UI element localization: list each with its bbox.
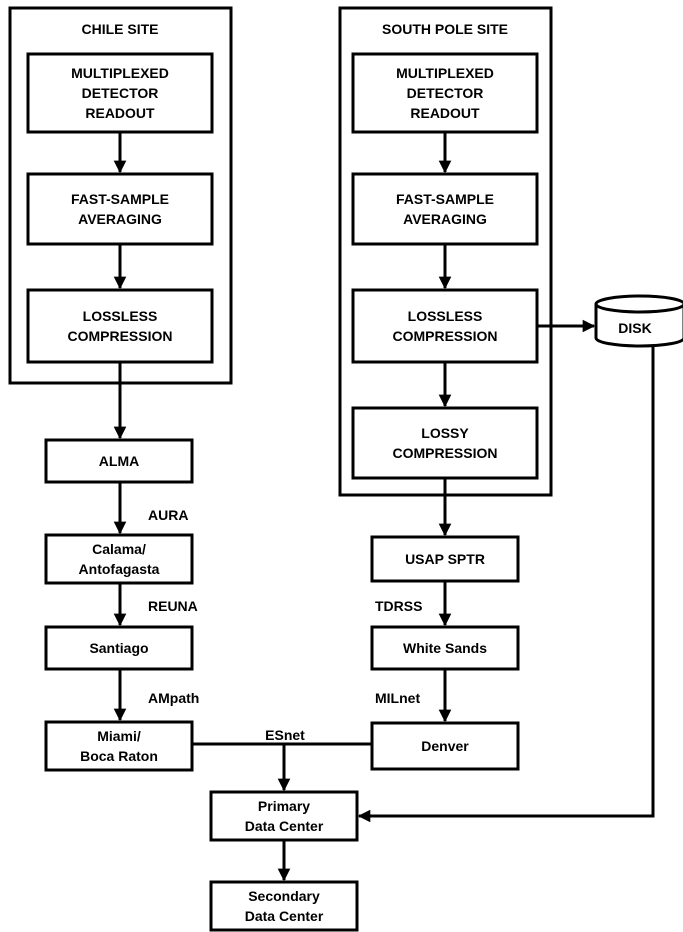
svg-text:COMPRESSION: COMPRESSION xyxy=(392,445,497,461)
svg-text:LOSSLESS: LOSSLESS xyxy=(408,308,483,324)
svg-text:COMPRESSION: COMPRESSION xyxy=(392,328,497,344)
svg-text:MULTIPLEXED: MULTIPLEXED xyxy=(396,65,494,81)
svg-text:Boca Raton: Boca Raton xyxy=(80,748,158,764)
chile-site-title: CHILE SITE xyxy=(81,21,158,37)
svg-text:Secondary: Secondary xyxy=(248,888,320,904)
chile-readout-box: MULTIPLEXED DETECTOR READOUT xyxy=(26,52,214,134)
secondary-data-center-box: Secondary Data Center xyxy=(209,880,359,932)
svg-text:ALMA: ALMA xyxy=(99,453,139,469)
miami-box: Miami/ Boca Raton xyxy=(44,720,194,772)
svg-text:READOUT: READOUT xyxy=(410,105,480,121)
svg-text:FAST-SAMPLE: FAST-SAMPLE xyxy=(71,191,169,207)
svg-text:Santiago: Santiago xyxy=(89,640,148,656)
sp-lossy-box: LOSSY COMPRESSION xyxy=(351,406,539,480)
arrow-disk-to-primary xyxy=(357,346,655,823)
svg-text:Denver: Denver xyxy=(421,738,469,754)
svg-text:LOSSLESS: LOSSLESS xyxy=(83,308,158,324)
svg-text:Data Center: Data Center xyxy=(245,908,324,924)
svg-text:DETECTOR: DETECTOR xyxy=(82,85,159,101)
sptr-box: USAP SPTR xyxy=(370,535,520,583)
chile-averaging-box: FAST-SAMPLE AVERAGING xyxy=(26,172,214,246)
primary-data-center-box: Primary Data Center xyxy=(209,790,359,842)
sp-readout-box: MULTIPLEXED DETECTOR READOUT xyxy=(351,52,539,134)
denver-box: Denver xyxy=(370,721,520,771)
svg-text:Calama/: Calama/ xyxy=(92,541,146,557)
svg-text:DETECTOR: DETECTOR xyxy=(407,85,484,101)
disk-storage: DISK xyxy=(594,294,683,348)
svg-text:READOUT: READOUT xyxy=(85,105,155,121)
reuna-label: REUNA xyxy=(148,598,198,614)
svg-text:Antofagasta: Antofagasta xyxy=(79,561,160,577)
svg-text:LOSSY: LOSSY xyxy=(421,425,469,441)
svg-text:Data Center: Data Center xyxy=(245,818,324,834)
aura-label: AURA xyxy=(148,507,188,523)
svg-text:DISK: DISK xyxy=(618,320,651,336)
svg-text:Primary: Primary xyxy=(258,798,310,814)
svg-text:AVERAGING: AVERAGING xyxy=(403,211,487,227)
alma-box: ALMA xyxy=(44,438,194,484)
svg-text:Miami/: Miami/ xyxy=(97,728,141,744)
svg-text:AVERAGING: AVERAGING xyxy=(78,211,162,227)
white-sands-box: White Sands xyxy=(370,625,520,671)
calama-box: Calama/ Antofagasta xyxy=(44,533,194,585)
svg-text:COMPRESSION: COMPRESSION xyxy=(67,328,172,344)
svg-text:USAP SPTR: USAP SPTR xyxy=(405,551,485,567)
south-pole-site-title: SOUTH POLE SITE xyxy=(382,21,508,37)
esnet-label: ESnet xyxy=(265,727,305,743)
ampath-label: AMpath xyxy=(148,690,199,706)
svg-text:White Sands: White Sands xyxy=(403,640,487,656)
santiago-box: Santiago xyxy=(44,625,194,671)
sp-lossless-box: LOSSLESS COMPRESSION xyxy=(351,288,539,364)
milnet-label: MILnet xyxy=(375,690,420,706)
sp-averaging-box: FAST-SAMPLE AVERAGING xyxy=(351,172,539,246)
chile-compression-box: LOSSLESS COMPRESSION xyxy=(26,288,214,364)
svg-text:MULTIPLEXED: MULTIPLEXED xyxy=(71,65,169,81)
svg-text:FAST-SAMPLE: FAST-SAMPLE xyxy=(396,191,494,207)
tdrss-label: TDRSS xyxy=(375,598,422,614)
